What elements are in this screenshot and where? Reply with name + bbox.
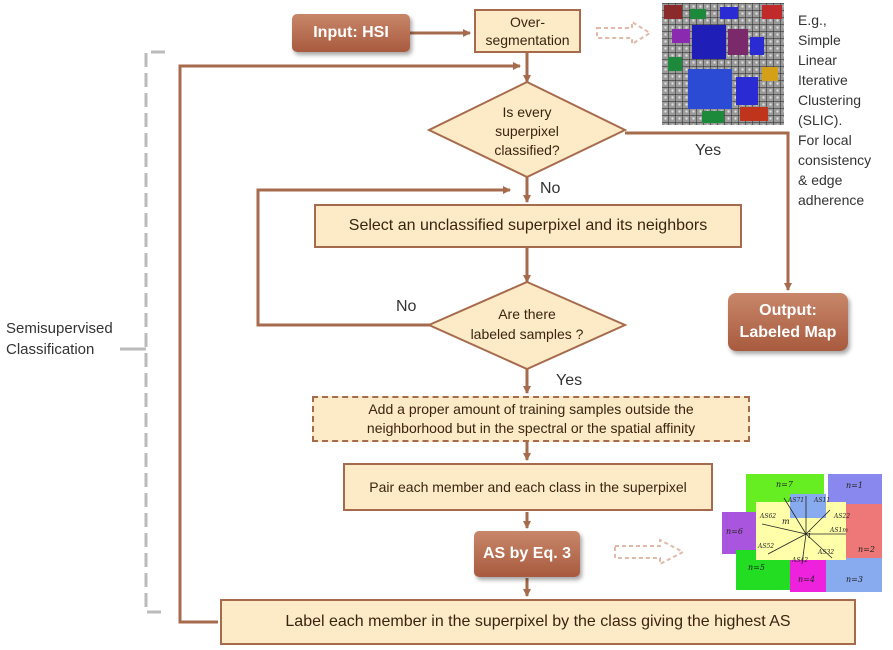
note-line-10: adherence (798, 192, 865, 208)
add-line-1: Add a proper amount of training samples … (368, 401, 694, 417)
overseg-line-1: Over- (510, 14, 545, 30)
inset-region-n1: n=1 (846, 481, 863, 490)
inset-region-n4: n=4 (798, 575, 815, 584)
no-label-2: No (396, 298, 417, 315)
inset-as-label-32: AS32 (817, 549, 834, 556)
inset-region-n3: n=3 (846, 575, 863, 584)
decision-diamond-1 (426, 80, 628, 179)
decision1-line-2: superpixel (495, 122, 559, 139)
slic-superpixel-image (662, 3, 784, 125)
add-line-2: neighborhood but in the spectral or the … (366, 420, 696, 436)
yes-label-2: Yes (556, 372, 583, 389)
slic-note: E.g., Simple Linear Iterative Clustering… (798, 10, 871, 210)
neighborhood-inset: n=7 n=1 n=6 n=2 n=5 n=4 n=3 AS71 AS11 AS… (722, 474, 882, 592)
inset-region-n2: n=2 (858, 545, 875, 554)
note-line-3: Linear (798, 52, 837, 68)
output-node: Output: Labeled Map (728, 293, 848, 351)
note-line-6: (SLIC). (798, 112, 843, 128)
note-line-2: Simple (798, 32, 841, 48)
inset-region-n7: n=7 (776, 480, 794, 489)
inset-region-n6: n=6 (726, 527, 743, 536)
pair-members-node: Pair each member and each class in the s… (343, 463, 713, 511)
output-line-2: Labeled Map (739, 324, 837, 341)
note-line-9: & edge (798, 172, 843, 188)
label-members-node: Label each member in the superpixel by t… (220, 599, 856, 645)
select-label: Select an unclassified superpixel and it… (348, 217, 708, 234)
label-each-text: Label each member in the superpixel by t… (285, 613, 791, 630)
add-training-samples-node: Add a proper amount of training samples … (312, 396, 750, 442)
note-line-7: For local (798, 132, 852, 148)
input-hsi-node: Input: HSI (292, 14, 410, 52)
note-line-1: E.g., (798, 12, 827, 28)
select-superpixel-node: Select an unclassified superpixel and it… (314, 204, 742, 248)
decision2-line-2: labeled samples ? (470, 326, 584, 342)
side-line-1: Semisupervised (6, 320, 113, 337)
decision1-line-3: classified? (494, 141, 560, 158)
inset-center-i: i (808, 531, 811, 541)
inset-as-label-1m: AS1m (829, 527, 848, 534)
inset-as-label-52: AS52 (757, 543, 774, 550)
inset-member-m: m (782, 517, 790, 526)
as-label: AS by Eq. 3 (482, 545, 572, 562)
decision-1-text: Is every superpixel classified? (467, 102, 587, 160)
inset-as-label-42: AS42 (791, 557, 808, 564)
as-equation-node: AS by Eq. 3 (474, 531, 580, 577)
note-line-5: Clustering (798, 92, 862, 108)
inset-as-label-71: AS71 (787, 497, 804, 504)
inset-region-n5: n=5 (748, 563, 765, 572)
yes-label-1: Yes (695, 142, 722, 159)
oversegmentation-node: Over- segmentation (474, 9, 581, 53)
semisupervised-label: Semisupervised Classification (6, 318, 113, 360)
no-label-1: No (540, 180, 561, 197)
inset-as-label-62: AS62 (759, 513, 776, 520)
inset-as-label-11: AS11 (813, 497, 830, 504)
inset-as-label-22: AS22 (833, 513, 850, 520)
input-label: Input: HSI (313, 24, 389, 41)
decision-diamond-2 (426, 280, 628, 371)
note-line-8: consistency (798, 152, 872, 168)
overseg-line-2: segmentation (485, 32, 570, 48)
decision1-line-1: Is every (502, 103, 552, 120)
semisupervised-bracket (144, 50, 165, 614)
note-line-4: Iterative (798, 72, 848, 88)
output-line-1: Output: (759, 302, 817, 319)
pair-label: Pair each member and each class in the s… (369, 479, 687, 495)
side-line-2: Classification (6, 341, 95, 358)
decision-2-text: Are there labeled samples ? (462, 302, 592, 346)
decision2-line-1: Are there (498, 306, 556, 322)
